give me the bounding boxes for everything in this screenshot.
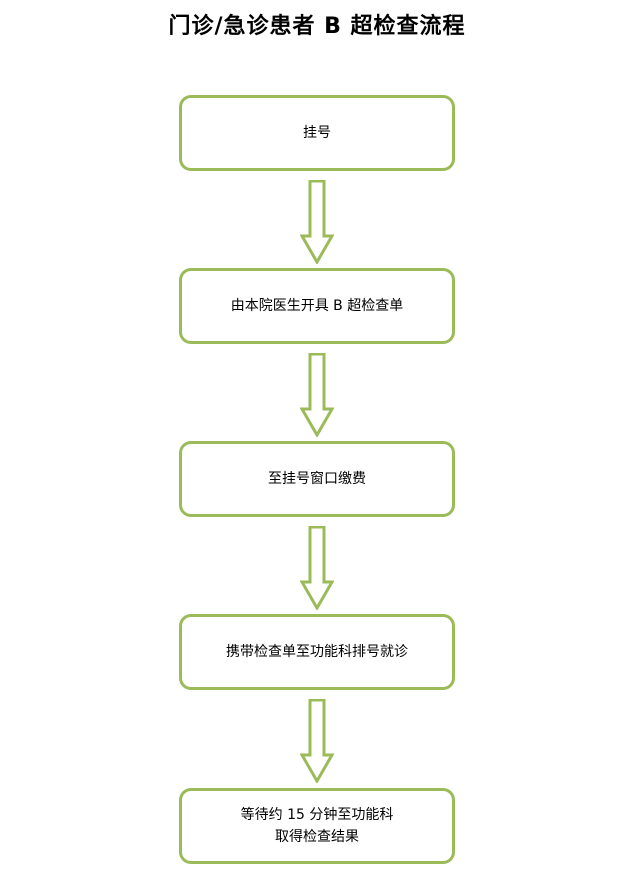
step-label: 携带检查单至功能科排号就诊 <box>226 644 408 660</box>
step-label: 等待约 15 分钟至功能科 取得检查结果 <box>240 807 394 845</box>
step-label: 至挂号窗口缴费 <box>268 471 366 487</box>
step-results: 等待约 15 分钟至功能科 取得检查结果 <box>179 788 455 864</box>
down-arrow-icon <box>300 353 334 437</box>
down-arrow-icon <box>300 180 334 264</box>
down-arrow-icon <box>300 699 334 783</box>
down-arrow-icon <box>300 526 334 610</box>
step-register: 挂号 <box>179 95 455 171</box>
step-doctor-order: 由本院医生开具 B 超检查单 <box>179 268 455 344</box>
step-payment: 至挂号窗口缴费 <box>179 441 455 517</box>
step-label: 挂号 <box>303 125 331 141</box>
step-queue: 携带检查单至功能科排号就诊 <box>179 614 455 690</box>
step-label: 由本院医生开具 B 超检查单 <box>230 298 404 314</box>
page-title: 门诊/急诊患者 B 超检查流程 <box>168 14 466 39</box>
